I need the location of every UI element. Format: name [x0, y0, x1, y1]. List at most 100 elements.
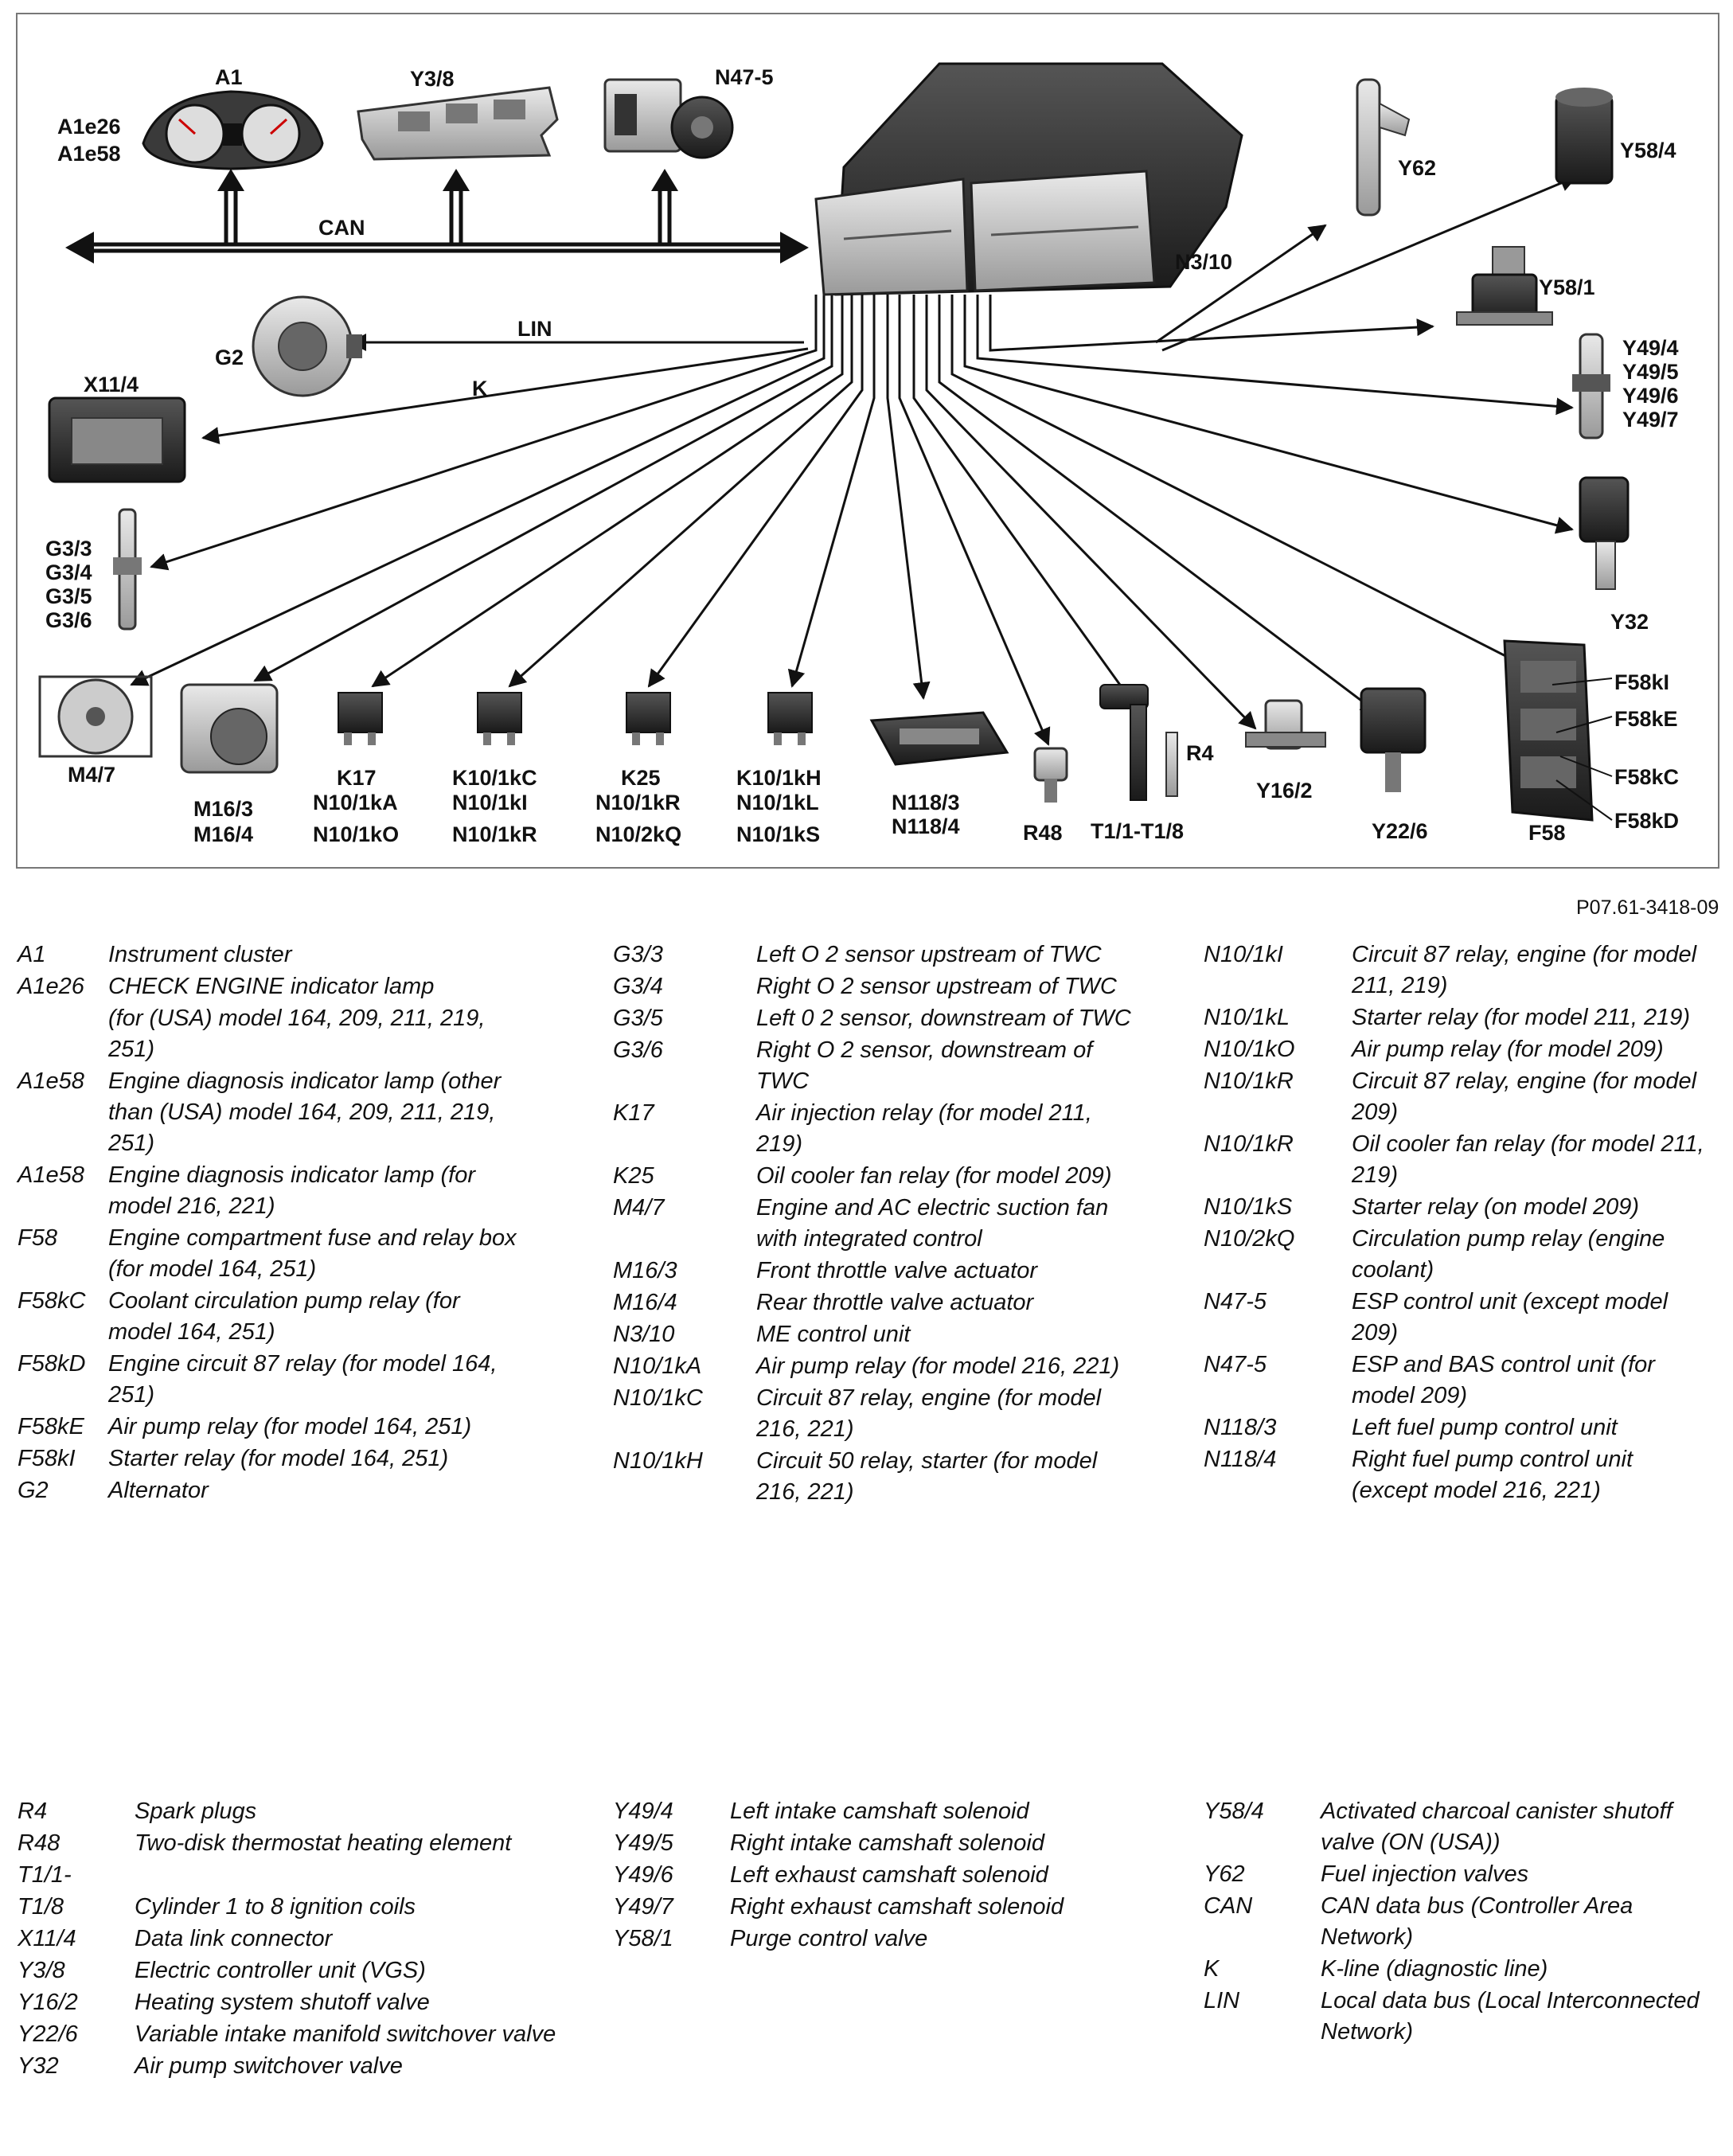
label-y58-1: Y58/1: [1539, 275, 1595, 299]
legend-description: Coolant circulation pump relay (for mode…: [108, 1288, 460, 1345]
label-f58ki: F58kI: [1614, 670, 1669, 694]
legend-description: Circulation pump relay (engine coolant): [1352, 1226, 1665, 1283]
label-f58: F58: [1528, 821, 1566, 845]
legend-description: Right fuel pump control unit (except mod…: [1352, 1447, 1633, 1503]
legend-description: Circuit 87 relay, engine (for model 209): [1352, 1068, 1697, 1125]
legend-description: Rear throttle valve actuator: [756, 1290, 1034, 1315]
can-bus: [65, 169, 809, 264]
legend-description: Alternator: [108, 1478, 209, 1503]
legend-description: Electric controller unit (VGS): [135, 1958, 426, 1983]
legend-description: Activated charcoal canister shutoff valv…: [1321, 1799, 1673, 1855]
legend-code: A1e58: [18, 1162, 84, 1188]
legend-code: G2: [18, 1478, 49, 1503]
label-y32: Y32: [1610, 610, 1649, 634]
legend-description: Left exhaust camshaft solenoid: [730, 1862, 1048, 1888]
k-line: [201, 347, 809, 444]
canister-valve-pictogram: [1555, 88, 1614, 185]
label-k25: K25: [621, 766, 661, 790]
legend-description: Engine compartment fuse and relay box (f…: [108, 1225, 517, 1282]
legend-code: N10/1kI: [1204, 942, 1283, 967]
legend-code: F58kI: [18, 1446, 76, 1471]
legend-description: Right O 2 sensor, downstream of TWC: [756, 1037, 1093, 1094]
label-r48: R48: [1023, 821, 1063, 845]
label-g3-5: G3/5: [45, 584, 92, 608]
label-y62: Y62: [1398, 156, 1436, 180]
label-y58-4: Y58/4: [1620, 139, 1676, 162]
legend-code: G3/6: [613, 1037, 663, 1063]
label-y16-2: Y16/2: [1256, 779, 1313, 803]
legend-description: Heating system shutoff valve: [135, 1990, 430, 2015]
legend-code: N10/1kS: [1204, 1194, 1293, 1220]
label-f58ke: F58kE: [1614, 707, 1678, 731]
legend-description: Left fuel pump control unit: [1352, 1415, 1618, 1440]
legend-description: Engine circuit 87 relay (for model 164, …: [108, 1351, 498, 1408]
label-r4: R4: [1186, 741, 1214, 765]
legend-entry: G2 Alternator: [18, 1475, 527, 1506]
label-n10-1kr-a: N10/1kR: [452, 822, 537, 846]
label-f58kc: F58kC: [1614, 765, 1679, 789]
legend-description: Air pump switchover valve: [135, 2053, 403, 2079]
label-g2: G2: [215, 346, 244, 369]
legend-description: ME control unit: [756, 1322, 911, 1347]
legend-code: N3/10: [613, 1322, 675, 1347]
label-k10-1kh: K10/1kH: [736, 766, 822, 790]
label-n10-1ki: N10/1kI: [452, 791, 528, 814]
controller-unit-pictogram: [357, 86, 559, 161]
legend-description: ESP control unit (except model 209): [1352, 1289, 1669, 1346]
lin-label: LIN: [517, 317, 552, 341]
label-y49-7: Y49/7: [1622, 408, 1679, 432]
legend-code: M16/3: [613, 1258, 677, 1283]
label-y49-6: Y49/6: [1622, 384, 1679, 408]
label-n10-2kq: N10/2kQ: [595, 822, 681, 846]
label-n10-1kl: N10/1kL: [736, 791, 819, 814]
legend-code: Y49/6: [613, 1862, 673, 1888]
legend-code: LIN: [1204, 1988, 1240, 2013]
legend-code: F58kC: [18, 1288, 86, 1314]
label-y49-4: Y49/4: [1622, 336, 1679, 360]
legend-code: F58kD: [18, 1351, 86, 1377]
legend-entry: N10/1kI Circuit 87 relay, engine (for mod…: [1204, 939, 1713, 1002]
injector-pictogram: [1356, 78, 1411, 217]
legend-code: Y49/4: [613, 1799, 673, 1824]
wiring-diagram: CAN LIN K A1 A1e26 A1e58: [16, 13, 1719, 869]
label-n47-5: N47-5: [715, 65, 774, 89]
legend-description: Circuit 87 relay, engine (for model 211,…: [1352, 942, 1697, 998]
legend-description: Air injection relay (for model 211, 219): [756, 1100, 1092, 1157]
legend-description: Right intake camshaft solenoid: [730, 1830, 1044, 1856]
legend-code: A1e58: [18, 1068, 84, 1094]
purge-valve-pictogram: [1456, 246, 1553, 326]
legend-code: A1: [18, 942, 46, 967]
figure-id: P07.61-3418-09: [1576, 896, 1719, 919]
legend-entry: N3/10 ME control unit: [613, 1319, 1138, 1350]
esp-unit-pictogram: [603, 78, 734, 159]
label-g3-4: G3/4: [45, 560, 92, 584]
legend-description: Air pump relay (for model 216, 221): [756, 1353, 1120, 1379]
legend-code: N47-5: [1204, 1352, 1267, 1377]
legend-code: Y58/1: [613, 1926, 673, 1951]
label-x11-4: X11/4: [84, 373, 139, 396]
legend-description: Right exhaust camshaft solenoid: [730, 1894, 1064, 1920]
label-k10-1kc: K10/1kC: [452, 766, 537, 790]
label-n3-10: N3/10: [1175, 250, 1232, 274]
legend-entry: Y49/6 Left exhaust camshaft solenoid: [613, 1860, 1170, 1891]
legend-description: Fuel injection valves: [1321, 1861, 1529, 1887]
